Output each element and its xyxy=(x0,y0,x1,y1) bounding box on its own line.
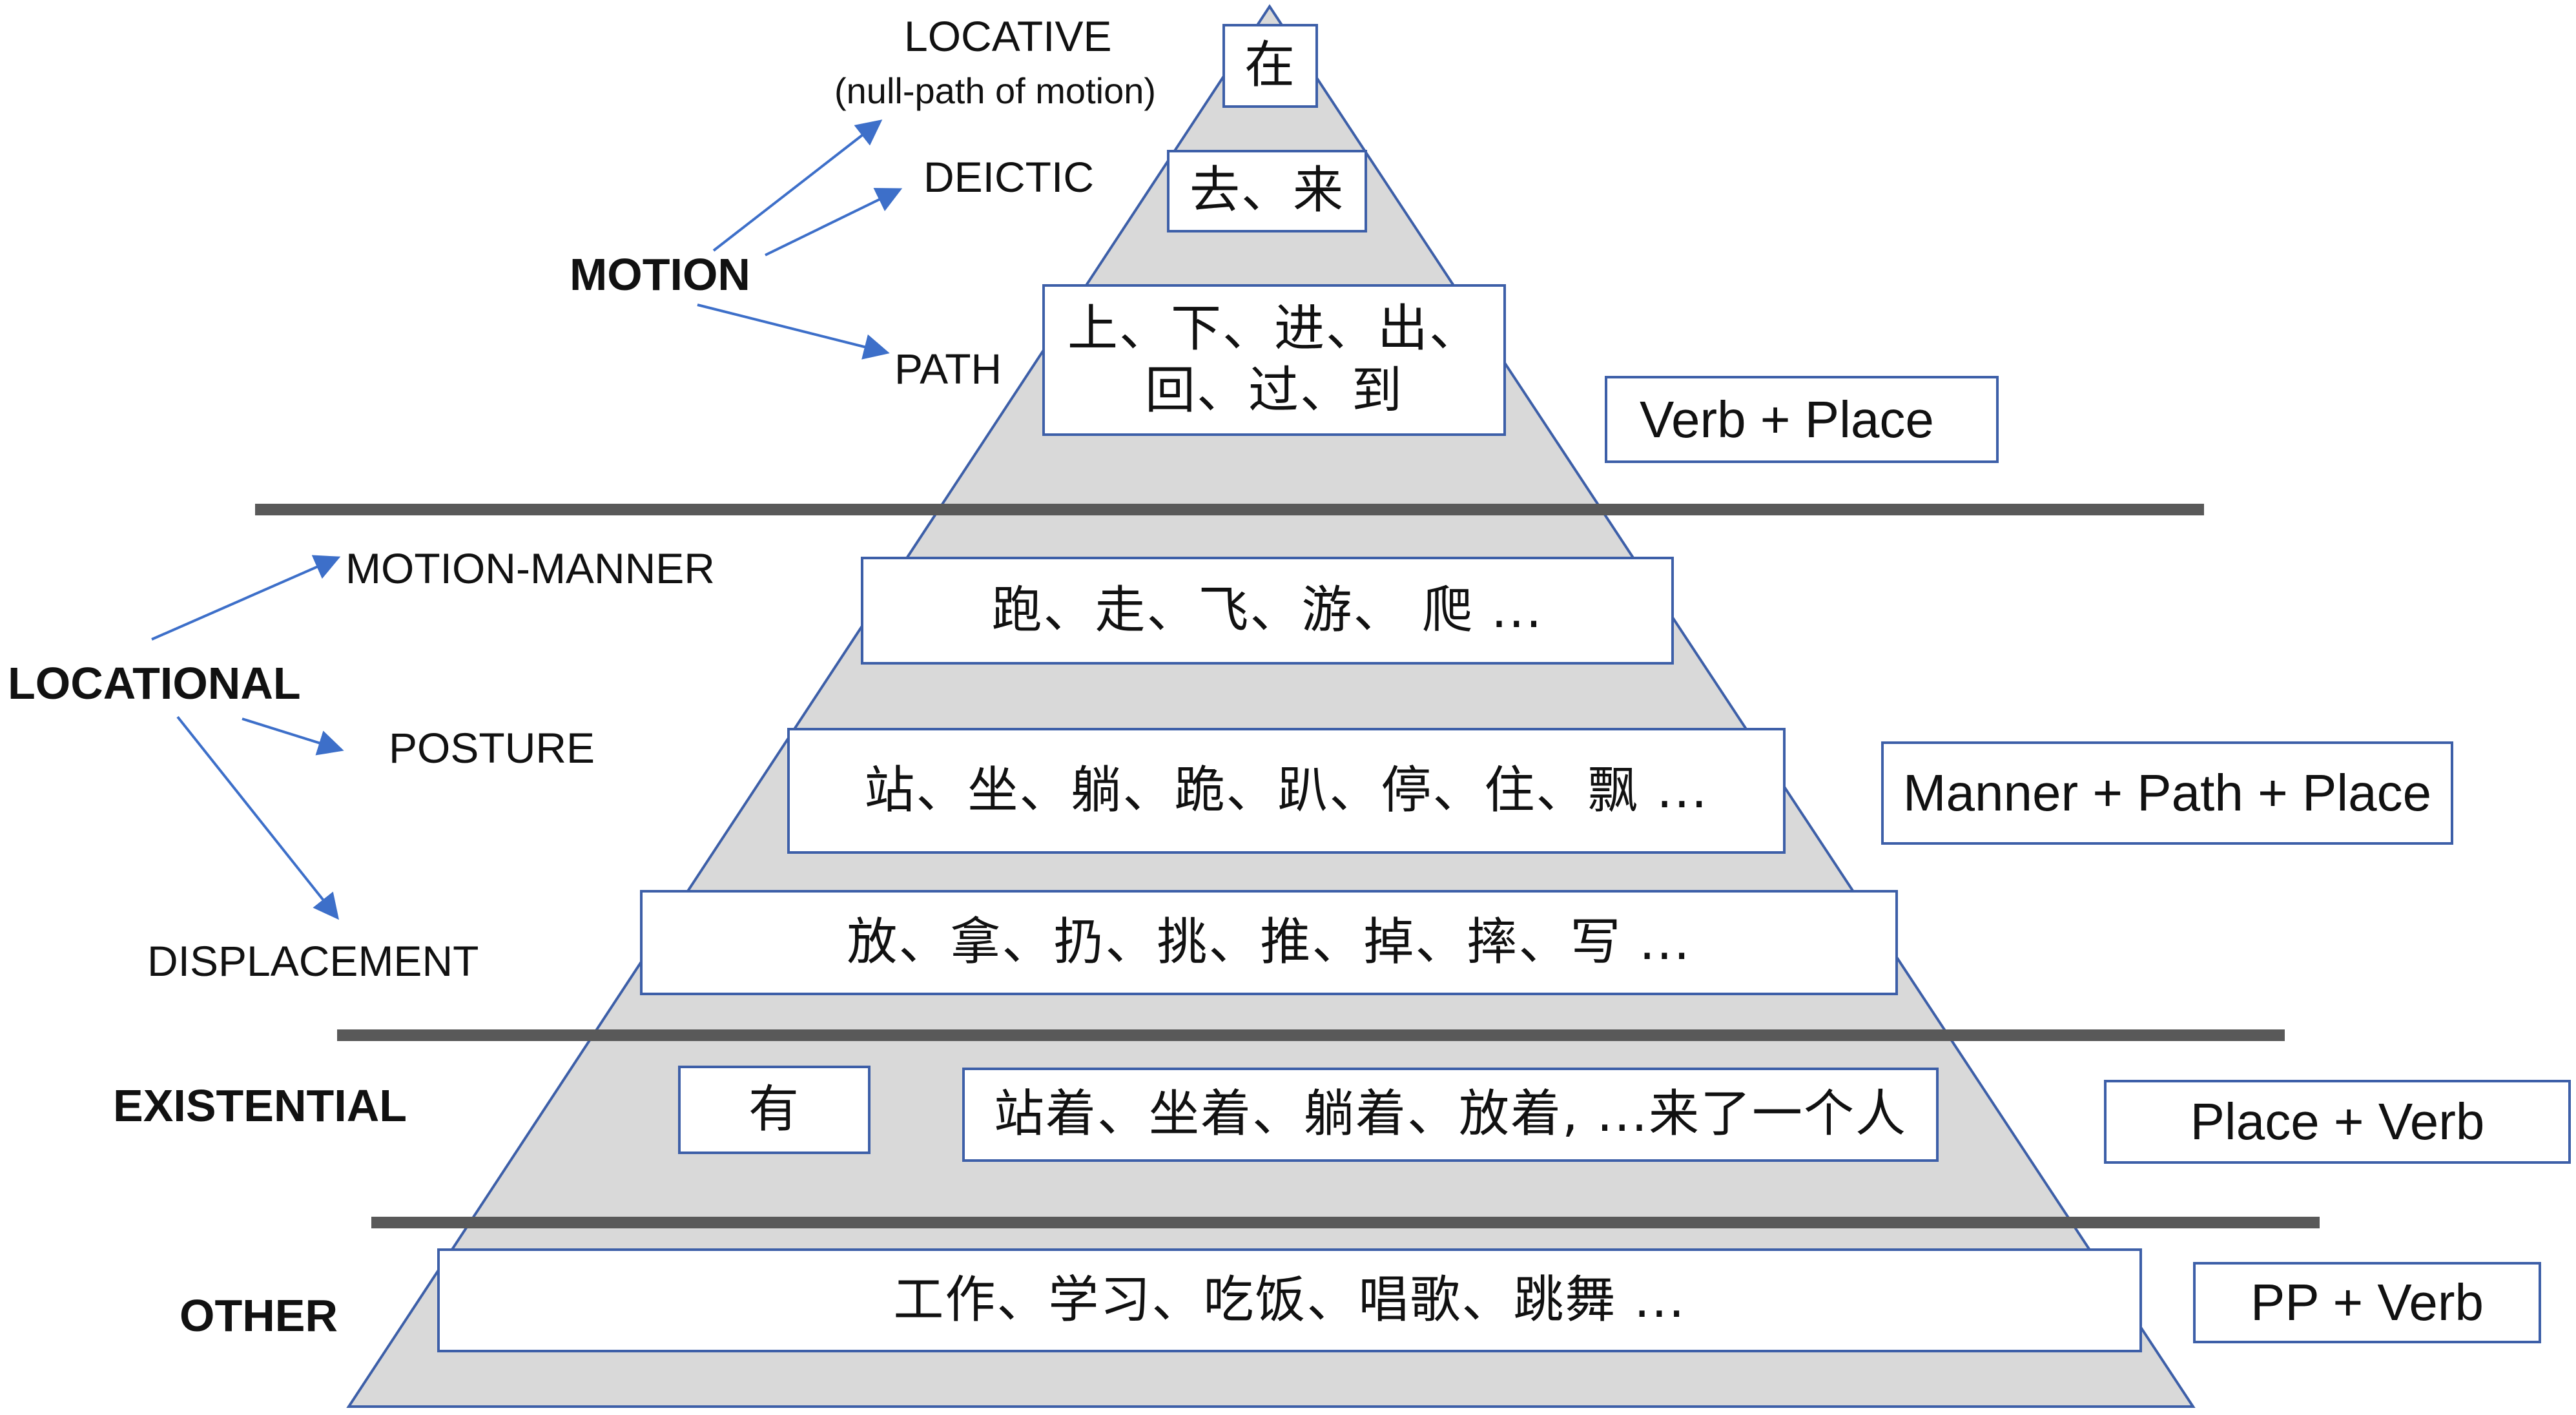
other-verb-box: 工作、学习、吃饭、唱歌、跳舞 ... xyxy=(437,1248,2142,1352)
deictic-verb-box: 去、来 xyxy=(1167,150,1367,232)
displacement-label: DISPLACEMENT xyxy=(147,937,479,985)
displacement-verb-box: 放、拿、扔、挑、推、掉、摔、写 ... xyxy=(640,890,1898,995)
locative-verb-box: 在 xyxy=(1222,24,1318,108)
locative-label: LOCATIVE xyxy=(904,12,1112,60)
arrow-motion-deictic xyxy=(765,188,903,256)
path-verb-box: 上、下、进、出、 回、过、到 xyxy=(1042,284,1506,436)
posture-label: POSTURE xyxy=(389,724,595,772)
arrow-motion-path xyxy=(697,304,890,360)
other-category-label: OTHER xyxy=(180,1290,338,1341)
locative-note: (null-path of motion) xyxy=(834,70,1157,111)
locational-category-label: LOCATIONAL xyxy=(8,658,301,708)
manner-path-place-pattern-box: Manner + Path + Place xyxy=(1881,741,2453,845)
posture-verb-box: 站、坐、躺、跪、趴、停、住、飘 ... xyxy=(787,728,1786,854)
arrow-locational-displacement xyxy=(176,716,339,920)
motion-manner-verb-box: 跑、走、飞、游、 爬 ... xyxy=(861,557,1674,665)
arrow-locational-motion-manner xyxy=(151,555,341,641)
verb-place-pattern-box: Verb + Place xyxy=(1605,376,1999,463)
existential-you-box: 有 xyxy=(678,1066,871,1154)
existential-verb-box: 站着、坐着、躺着、放着, ...来了一个人 xyxy=(962,1068,1939,1162)
existential-category-label: EXISTENTIAL xyxy=(113,1080,407,1131)
motion-manner-label: MOTION-MANNER xyxy=(345,544,715,592)
pp-verb-pattern-box: PP + Verb xyxy=(2193,1262,2541,1343)
arrow-motion-locative xyxy=(712,119,883,252)
arrow-locational-posture xyxy=(242,718,344,756)
path-label: PATH xyxy=(894,345,1002,393)
pyramid-shape xyxy=(346,4,2196,1408)
deictic-label: DEICTIC xyxy=(923,153,1094,201)
motion-category-label: MOTION xyxy=(570,249,750,300)
place-verb-pattern-box: Place + Verb xyxy=(2104,1080,2571,1164)
